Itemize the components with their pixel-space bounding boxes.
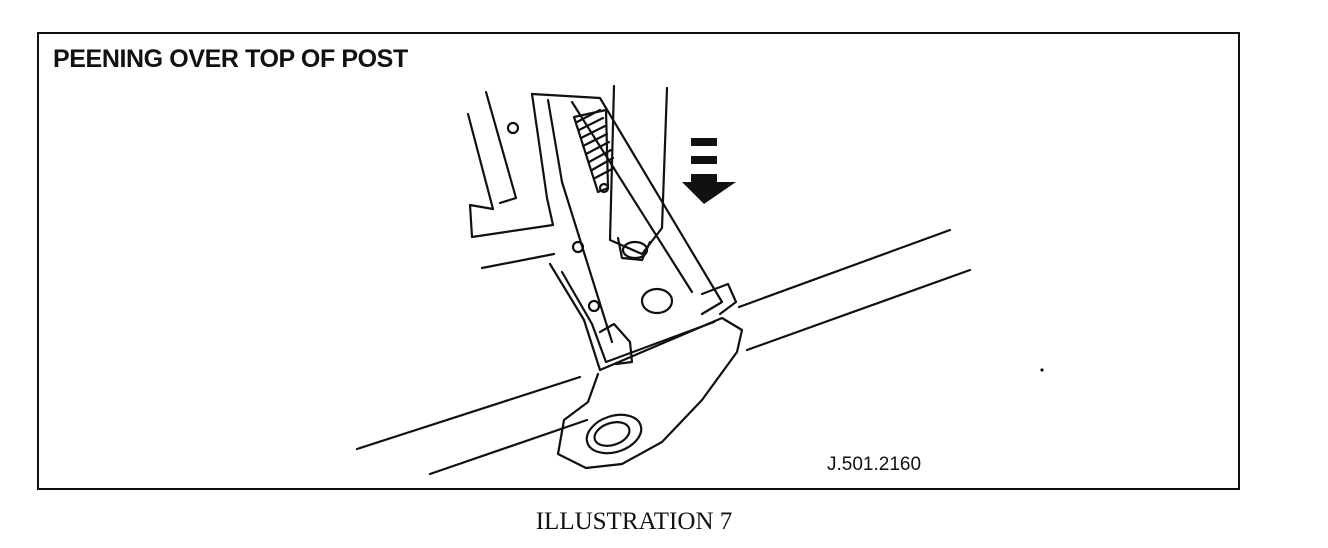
reference-code: J.501.2160 <box>827 454 922 475</box>
lower-flange <box>556 372 704 470</box>
panel-outline <box>466 92 555 239</box>
channel-slot-right <box>700 282 738 316</box>
bracket-left-wall <box>530 92 724 316</box>
illustration-frame: PEENING OVER TOP OF POST <box>37 32 1240 490</box>
bracket-front-plate <box>548 262 744 402</box>
bracket-inner-plate <box>560 270 716 364</box>
flange-eyelet-outer <box>585 413 643 455</box>
bracket-large-hole <box>640 287 674 315</box>
illustration-heading: PEENING OVER TOP OF POST <box>53 45 408 73</box>
bracket-channel-left <box>546 98 614 344</box>
bracket-diagram <box>355 84 1044 476</box>
post-head <box>621 240 649 260</box>
bracket-hole <box>587 299 601 313</box>
flange-eyelet-inner <box>593 421 631 447</box>
panel-lower-edge <box>480 252 556 270</box>
peening-tool-body <box>608 84 669 256</box>
rail-lower-edge <box>428 268 972 476</box>
illustration-caption: ILLUSTRATION 7 <box>535 508 733 535</box>
rail-upper-edge <box>355 228 952 451</box>
spring-outline <box>572 108 610 194</box>
speck <box>1040 368 1044 372</box>
bracket-hole <box>506 121 520 135</box>
spring-coil <box>575 108 616 180</box>
bracket-hole <box>571 240 585 254</box>
arrow-down-icon <box>682 138 736 204</box>
panel-inner-edge <box>484 90 518 205</box>
channel-slot-left <box>598 322 634 366</box>
bracket-channel-right <box>570 100 694 294</box>
